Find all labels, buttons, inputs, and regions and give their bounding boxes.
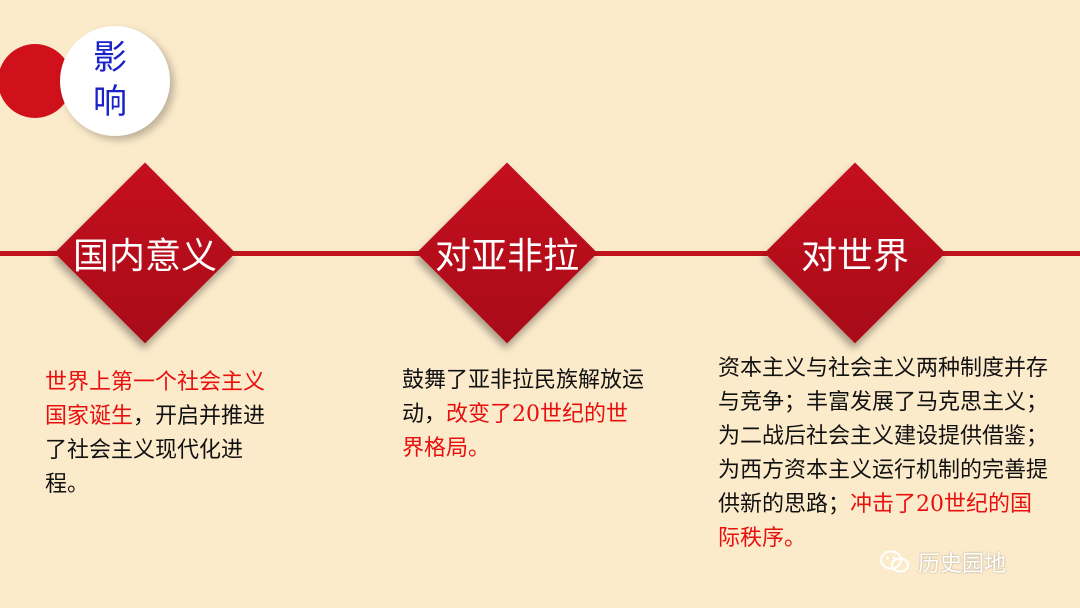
page-title-line1: 影 bbox=[93, 38, 127, 78]
wechat-icon bbox=[880, 550, 909, 573]
desc-world: 资本主义与社会主义两种制度并存与竞争；丰富发展了马克思主义；为二战后社会主义建设… bbox=[718, 352, 1052, 556]
desc-asia-africa-latin-highlight: 改变了20世纪的世界格局。 bbox=[402, 402, 629, 461]
desc-world-highlight: 冲击了20世纪的国际秩序。 bbox=[718, 492, 1033, 551]
watermark-text: 历史园地 bbox=[918, 552, 1007, 577]
diamond-label-world: 对世界 bbox=[800, 236, 909, 277]
desc-asia-africa-latin: 鼓舞了亚非拉民族解放运动，改变了20世纪的世界格局。 bbox=[402, 364, 648, 466]
title-badge-white-circle bbox=[60, 26, 170, 136]
watermark: 历史园地 bbox=[880, 546, 1060, 578]
desc-domestic: 世界上第一个社会主义国家诞生，开启并推进了社会主义现代化进程。 bbox=[45, 366, 267, 502]
desc-domestic-text: ，开启并推进了社会主义现代化进程。 bbox=[45, 404, 266, 497]
desc-asia-africa-latin-text: 鼓舞了亚非拉民族解放运动， bbox=[402, 368, 645, 427]
diamond-domestic: 国内意义 bbox=[54, 162, 236, 344]
diamond-label-asia-africa-latin: 对亚非拉 bbox=[434, 236, 579, 277]
diamond-asia-africa-latin: 对亚非拉 bbox=[416, 162, 598, 344]
desc-domestic-highlight: 世界上第一个社会主义国家诞生 bbox=[45, 370, 266, 429]
diamond-world: 对世界 bbox=[764, 162, 946, 344]
page-title: 影 响 bbox=[90, 36, 130, 124]
title-badge: 影 响 bbox=[0, 0, 200, 140]
diamond-label-domestic: 国内意义 bbox=[72, 236, 217, 277]
page-title-line2: 响 bbox=[93, 82, 127, 122]
desc-world-text: 资本主义与社会主义两种制度并存与竞争；丰富发展了马克思主义；为二战后社会主义建设… bbox=[718, 356, 1049, 517]
